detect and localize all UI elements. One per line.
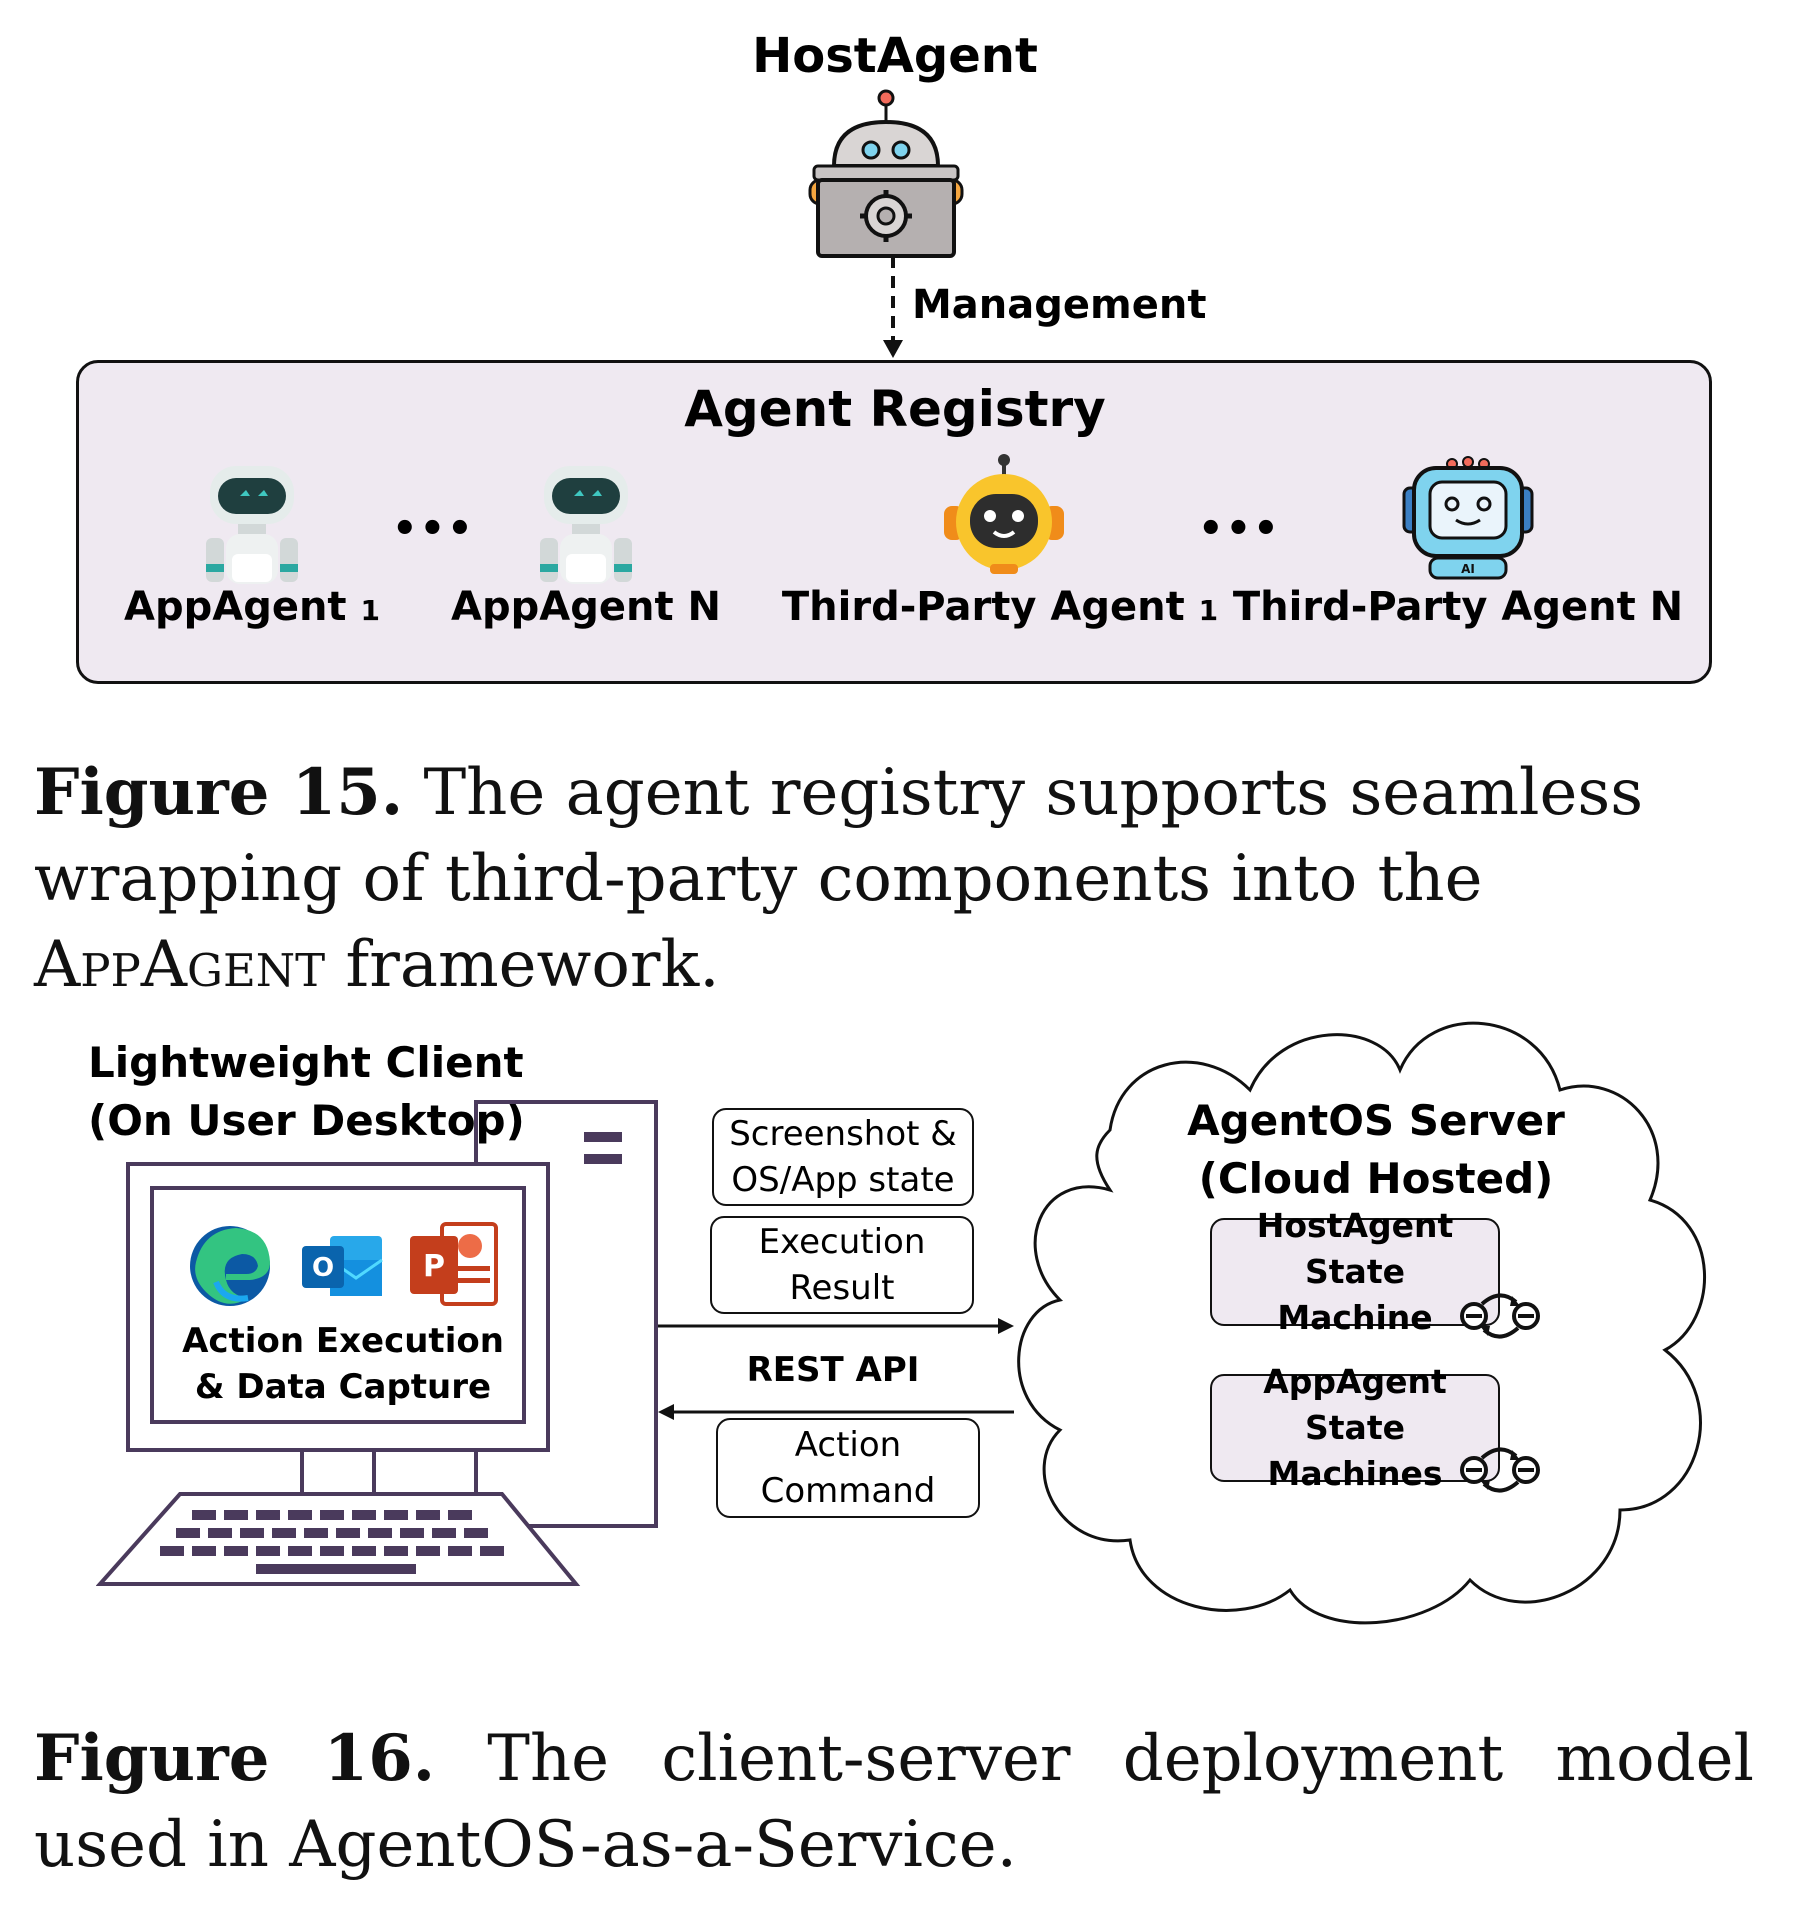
agent-label-third-party-n: Third-Party Agent N: [1232, 584, 1684, 630]
host-agent-robot-icon: [808, 89, 964, 258]
svg-text:P: P: [423, 1249, 445, 1284]
outlook-icon: O: [302, 1236, 383, 1296]
state-cycle-icon: [1460, 1447, 1540, 1493]
robot-blue-ai-icon: AI: [1402, 456, 1534, 580]
server-title: AgentOS Server (Cloud Hosted): [1187, 1096, 1565, 1203]
client-title: Lightweight Client (On User Desktop): [88, 1038, 525, 1145]
agent-registry-title: Agent Registry: [684, 380, 1106, 438]
appagent-state-machines: AppAgent State Machines: [1210, 1362, 1500, 1493]
edge-icon: [190, 1226, 270, 1306]
management-arrow: [883, 256, 903, 358]
message-screenshot-state: Screenshot & OS/App state: [712, 1108, 974, 1206]
desktop-computer-illustration: [96, 1100, 658, 1586]
agent-label-appagent-1: AppAgent 1: [124, 584, 380, 630]
robot-yellow-icon: [944, 454, 1064, 574]
ellipsis-left: •••: [392, 506, 475, 552]
figure-15-caption: Figure 15. The agent registry supports s…: [34, 755, 1644, 1002]
agent-label-third-party-1: Third-Party Agent 1: [781, 584, 1219, 630]
powerpoint-icon: P: [410, 1222, 498, 1306]
figure-16-label: Figure 16.: [34, 1721, 436, 1796]
svg-text:O: O: [312, 1253, 334, 1283]
screen-label: Action Execution & Data Capture: [182, 1321, 504, 1407]
rest-api-label: REST API: [746, 1350, 920, 1390]
host-agent-title: HostAgent: [752, 28, 1038, 84]
figure-16-caption: Figure 16. The client-server deployment …: [34, 1721, 1755, 1882]
svg-text:AI: AI: [1461, 562, 1475, 576]
hostagent-state-machine: HostAgent State Machine: [1210, 1206, 1500, 1337]
ellipsis-right: •••: [1198, 506, 1281, 552]
figure-15-label: Figure 15.: [34, 755, 404, 830]
state-cycle-icon: [1460, 1293, 1540, 1339]
robot-white-icon: [540, 466, 632, 584]
appagent-smallcaps: AppAgent: [34, 928, 326, 1002]
message-execution-result: Execution Result: [710, 1216, 974, 1314]
robot-white-icon: [206, 466, 298, 584]
agent-label-appagent-n: AppAgent N: [451, 584, 721, 630]
rest-api-arrows: [658, 1318, 1014, 1420]
management-label: Management: [912, 282, 1207, 328]
message-action-command: Action Command: [716, 1418, 980, 1518]
